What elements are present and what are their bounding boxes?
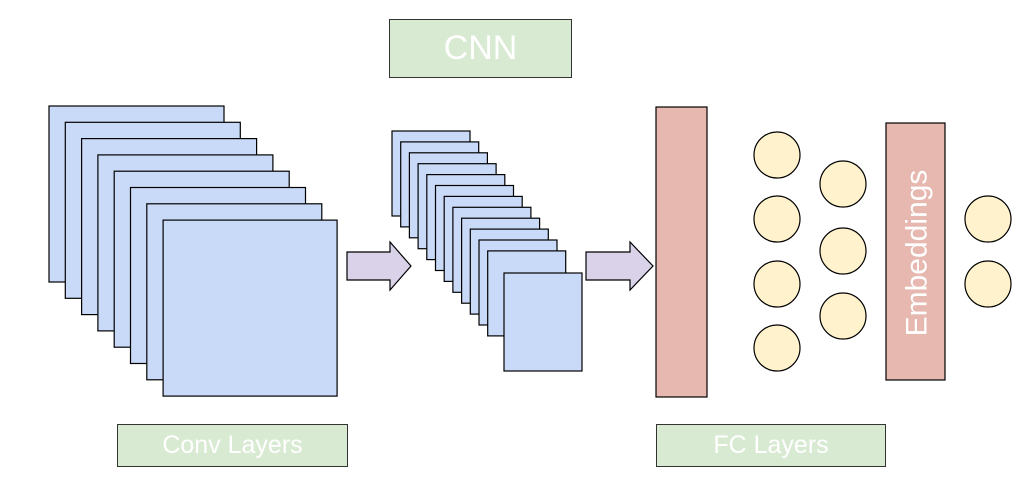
hidden-neuron	[753, 131, 801, 179]
hidden-neuron	[753, 324, 801, 372]
pooled-feature-map-stack	[391, 130, 583, 372]
embeddings-label: Embeddings	[901, 170, 934, 337]
pooled-feature-map	[503, 272, 583, 372]
fc-layers-label: FC Layers	[713, 431, 829, 459]
fc-layers-label-box: FC Layers	[656, 424, 886, 467]
output-neuron	[964, 260, 1012, 308]
hidden-neurons	[753, 131, 867, 372]
output-neurons	[964, 195, 1012, 308]
arrow-pool-to-fc	[585, 240, 654, 292]
fc-dense-layer	[655, 106, 708, 398]
hidden-neuron	[819, 227, 867, 275]
arrow-conv-to-pool	[346, 240, 412, 292]
hidden-neuron	[753, 195, 801, 243]
conv-layers-label: Conv Layers	[162, 431, 303, 459]
hidden-neuron	[819, 292, 867, 340]
hidden-neuron	[753, 260, 801, 308]
hidden-neuron	[819, 160, 867, 208]
title-text: CNN	[443, 29, 518, 67]
title-box: CNN	[389, 19, 572, 78]
conv-feature-map	[162, 219, 338, 397]
conv-layers-label-box: Conv Layers	[117, 424, 348, 467]
embeddings-layer	[885, 122, 946, 381]
output-neuron	[964, 195, 1012, 243]
conv-feature-map-stack	[48, 105, 338, 397]
